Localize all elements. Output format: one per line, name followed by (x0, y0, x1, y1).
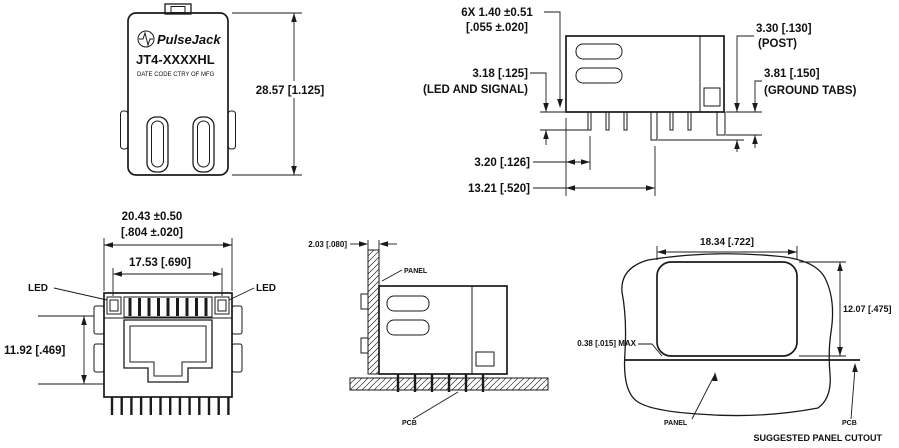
latch-right-inner (197, 120, 210, 168)
dimension-cutout-height: 12.07 [.475] (799, 261, 892, 357)
note-ground-tabs: (GROUND TABS) (764, 85, 857, 97)
dimension-ground-tabs: 3.81 [.150] (GROUND TABS) (726, 68, 857, 148)
view-jack-front: 20.43 ±0.50 [.804 ±.020] 17.53 [.690] LE… (4, 211, 276, 415)
note-post: (POST) (758, 38, 797, 50)
led-label-left: LED (28, 283, 48, 294)
view-front-top: PulseJack JT4-XXXXHL DATE CODE CTRY OF M… (120, 3, 343, 176)
dim-cutout-height: 12.07 [.475] (843, 304, 892, 314)
ground-tab (716, 111, 726, 136)
pcb-callout: PCB (402, 391, 459, 427)
dim-inner-width: 17.53 [.690] (129, 257, 191, 269)
pulse-waveform-icon (139, 31, 153, 47)
pulse-logo-icon (137, 30, 155, 48)
note-led-signal: (LED AND SIGNAL) (423, 84, 528, 96)
dimension-jack-height: 11.92 [.469] (4, 315, 104, 385)
led-right-window (214, 296, 230, 315)
led-callouts: LED LED (28, 283, 276, 301)
panel-callout: PANEL (664, 372, 718, 427)
dim-connector-height: 28.57 [1.125] (256, 85, 325, 97)
signal-pins (587, 111, 692, 131)
dimension-led-signal: 3.18 [.125] (LED AND SIGNAL) (423, 68, 588, 145)
ground-tab-left-lower (93, 343, 105, 373)
dimension-pin-width: 6X 1.40 ±0.51 [.055 ±.020] (461, 7, 563, 108)
jack-opening-outer (123, 319, 213, 383)
latch-slot-lower (575, 67, 623, 84)
post-pin (650, 111, 658, 141)
front-detail (703, 87, 721, 107)
cutout-caption: SUGGESTED PANEL CUTOUT (753, 433, 882, 443)
panel-label: PANEL (404, 268, 428, 275)
latch-left-inner (151, 120, 164, 168)
panel-outline (621, 253, 834, 417)
brand-text: PulseJack (157, 32, 221, 47)
ground-tab-right-upper (231, 305, 243, 335)
contact-pins (128, 298, 208, 316)
pcb-label: PCB (402, 420, 417, 427)
led-left-window (106, 296, 122, 315)
bottom-pins (110, 397, 230, 415)
dimension-cutout-width: 18.34 [.722] (656, 237, 798, 260)
dim-post-offset: 13.21 [.520] (468, 183, 530, 195)
view-panel-mount: 2.03 [.080] PANEL PCB (308, 240, 549, 427)
dim-overall-width: 20.43 ±0.50 (122, 211, 183, 223)
part-number-text: JT4-XXXXHL (136, 52, 215, 67)
latch-left (146, 116, 169, 173)
dim-jack-height: 11.92 [.469] (4, 345, 66, 357)
dimension-pcb-gap: 0.38 [.015] MAX (577, 339, 663, 357)
dim-ground-tabs: 3.81 [.150] (764, 68, 820, 80)
latch-slot-upper (386, 295, 430, 312)
view-side: 6X 1.40 ±0.51 [.055 ±.020] 3.18 [.125] (… (423, 7, 857, 196)
connector-body-side (565, 35, 725, 113)
dimension-overall-width: 20.43 ±0.50 [.804 ±.020] (103, 211, 233, 291)
panel-clip-lower (360, 337, 369, 354)
panel-callout: PANEL (381, 268, 428, 282)
top-tab-inner (170, 6, 186, 13)
dim-panel-thickness: 2.03 [.080] (308, 240, 347, 249)
dimension-connector-height: 28.57 [1.125] (232, 12, 343, 176)
ground-tab-right-lower (231, 343, 243, 373)
dim-post: 3.30 [.130] (756, 23, 812, 35)
dimension-pin-offsets: 3.20 [.126] 13.21 [.520] (468, 118, 656, 196)
jack-opening-inner (129, 325, 207, 377)
panel-hatching (367, 249, 380, 375)
dimension-post: 3.30 [.130] (POST) (658, 23, 812, 152)
panel-label: PANEL (664, 420, 688, 427)
dim-pin-offset: 3.20 [.126] (474, 157, 530, 169)
cutout-shape (656, 261, 798, 357)
led-label-right: LED (256, 283, 276, 294)
pcb-callout: PCB (842, 363, 858, 427)
pcb-label: PCB (842, 420, 857, 427)
latch-slot-lower (386, 319, 430, 336)
dim-pin-width-inches: [.055 ±.020] (466, 22, 528, 34)
date-code-text: DATE CODE CTRY OF MFG (137, 72, 215, 78)
connector-body-front (127, 12, 229, 176)
view-panel-cutout: 18.34 [.722] 12.07 [.475] 0.38 [.015] MA… (577, 237, 891, 443)
dim-overall-width-inches: [.804 ±.020] (121, 227, 183, 239)
through-pins (396, 374, 485, 392)
ground-tab-left-upper (93, 305, 105, 335)
dim-pin-width: 6X 1.40 ±0.51 (461, 7, 533, 19)
pcb-hatching (349, 377, 549, 391)
connector-body-mounted (378, 285, 508, 375)
top-tab (164, 3, 192, 15)
dimension-inner-width: 17.53 [.690] (112, 257, 223, 296)
side-tab-right (227, 110, 236, 150)
panel-clip-upper (360, 293, 369, 310)
dim-pcb-gap: 0.38 [.015] MAX (577, 339, 636, 348)
latch-right (192, 116, 215, 173)
side-tab-left (120, 110, 129, 150)
dim-led-signal: 3.18 [.125] (472, 68, 528, 80)
latch-slot-upper (575, 43, 623, 60)
dim-cutout-width: 18.34 [.722] (700, 237, 754, 248)
contact-strip (123, 296, 213, 318)
rear-detail (475, 351, 495, 367)
dimension-panel-thickness: 2.03 [.080] (308, 240, 397, 250)
